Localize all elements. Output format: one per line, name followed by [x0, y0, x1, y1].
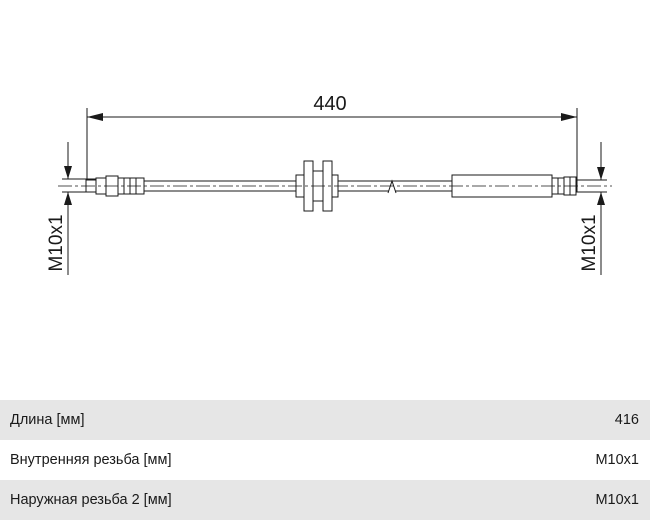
spec-row-length: Длина [мм] 416 — [0, 400, 650, 440]
spec-row-internal-thread: Внутренняя резьба [мм] M10x1 — [0, 440, 650, 480]
spec-row-external-thread: Наружная резьба 2 [мм] M10x1 — [0, 480, 650, 520]
left-thread-label: M10x1 — [46, 214, 67, 271]
left-thread-arrow-top — [64, 166, 72, 179]
brake-hose-drawing: 440 M10x1 M10x1 — [46, 93, 612, 275]
right-thread-arrow-bottom — [597, 192, 605, 205]
right-thread-arrow-top — [597, 167, 605, 180]
spec-table: Длина [мм] 416 Внутренняя резьба [мм] M1… — [0, 400, 650, 520]
length-arrow-right — [561, 113, 577, 121]
right-thread-label: M10x1 — [579, 214, 600, 271]
length-arrow-left — [87, 113, 103, 121]
spec-value: 416 — [614, 412, 639, 428]
length-dimension-label: 440 — [313, 93, 346, 115]
spec-value: M10x1 — [595, 492, 639, 508]
spec-label: Длина [мм] — [10, 412, 85, 428]
spec-value: M10x1 — [595, 452, 639, 468]
spec-label: Внутренняя резьба [мм] — [10, 452, 172, 468]
spec-label: Наружная резьба 2 [мм] — [10, 492, 172, 508]
left-thread-arrow-bottom — [64, 192, 72, 205]
hose-break-mark — [387, 179, 397, 194]
